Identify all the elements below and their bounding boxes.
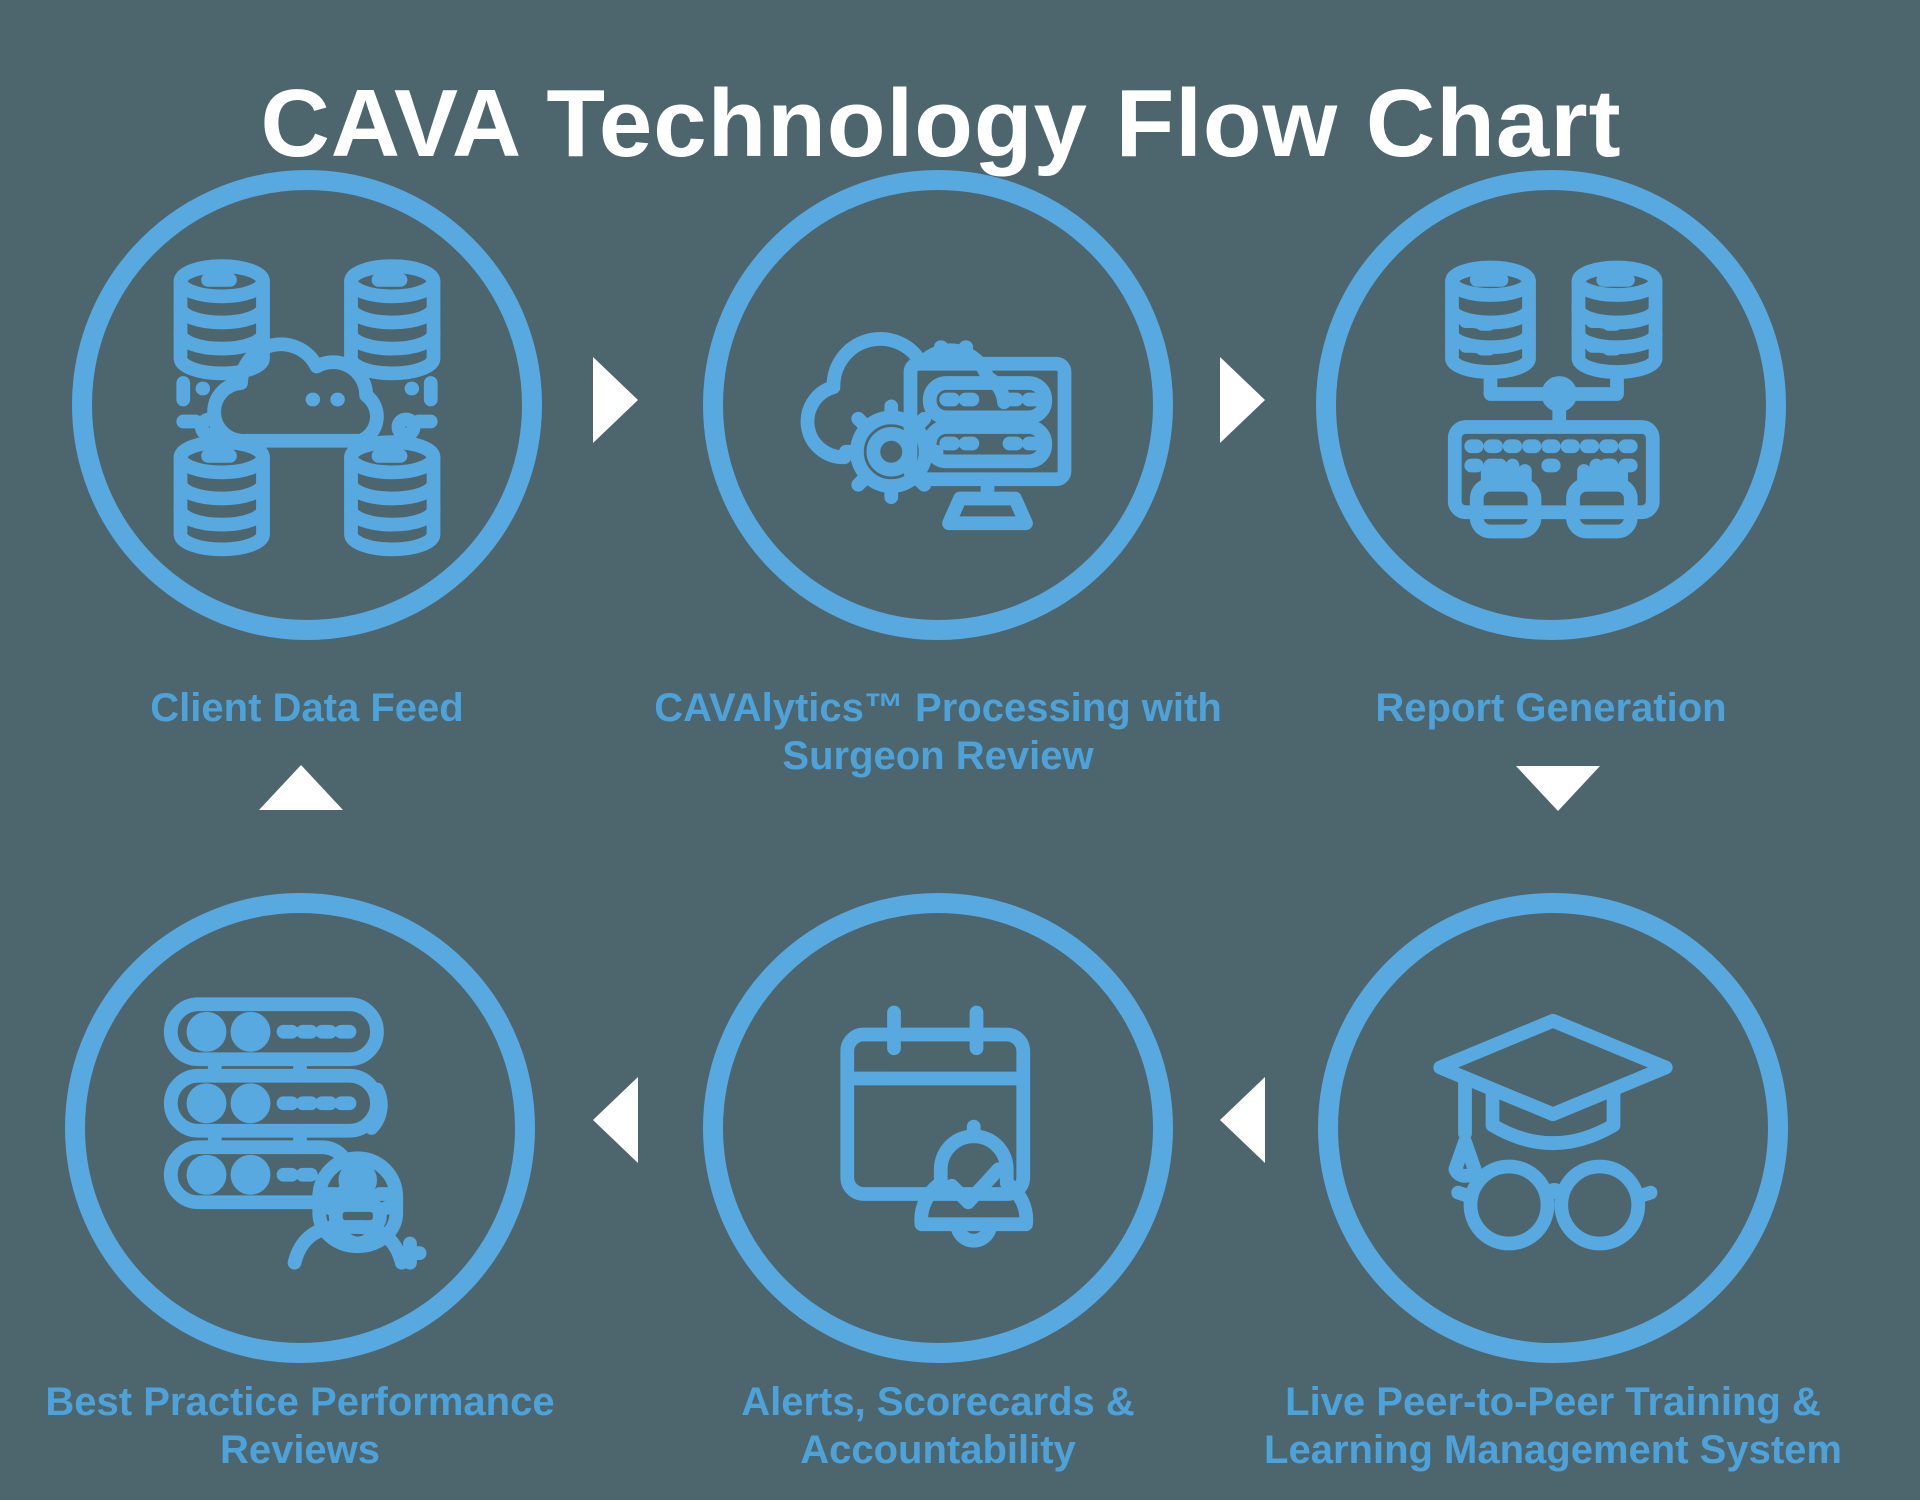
databases-cloud-icon [173, 259, 441, 557]
cloud-gear-server-monitor-icon [800, 332, 1072, 531]
flow-node-peer-training-lms [1318, 893, 1788, 1363]
arrow-right-1 [593, 357, 638, 443]
graduation-cap-glasses-icon [1433, 1013, 1673, 1251]
arrow-down-1 [1516, 766, 1600, 811]
node-label: Best Practice Performance Reviews [0, 1378, 620, 1474]
flow-node-alerts-scorecards [703, 893, 1173, 1363]
flow-node-cavalytics-processing [703, 170, 1173, 640]
node-label-line: Report Generation [1375, 686, 1727, 730]
node-label-line: Best Practice Performance [45, 1380, 555, 1424]
databases-keyboard-hands-icon [1445, 260, 1663, 539]
node-label: Alerts, Scorecards & Accountability [618, 1378, 1258, 1474]
node-label-line: Reviews [219, 1428, 381, 1472]
arrow-left-2 [593, 1077, 638, 1163]
node-label-line: CAVAlytics™ Processing with [654, 686, 1222, 730]
node-label: Client Data Feed [0, 684, 627, 732]
node-label-line: Client Data Feed [150, 686, 464, 730]
node-label-line: Alerts, Scorecards & [741, 1380, 1135, 1424]
flow-node-client-data-feed [72, 170, 542, 640]
node-label: CAVAlytics™ Processing with Surgeon Revi… [618, 684, 1258, 780]
node-label: Live Peer-to-Peer Training & Learning Ma… [1233, 1378, 1873, 1474]
flow-node-best-practice-reviews [65, 893, 535, 1363]
arrow-up-1 [259, 765, 343, 810]
node-label-line: Live Peer-to-Peer Training & [1285, 1380, 1821, 1424]
page-title: CAVA Technology Flow Chart [260, 70, 1622, 178]
calendar-bell-check-icon [840, 1005, 1034, 1248]
node-label-line: Accountability [800, 1428, 1076, 1472]
flow-node-report-generation [1316, 170, 1786, 640]
arrow-left-1 [1220, 1077, 1265, 1163]
node-label: Report Generation [1231, 684, 1871, 732]
node-label-line: Surgeon Review [782, 734, 1094, 778]
node-label-line: Learning Management System [1264, 1428, 1842, 1472]
server-rack-surgeon-icon [163, 997, 427, 1270]
arrow-right-2 [1220, 357, 1265, 443]
